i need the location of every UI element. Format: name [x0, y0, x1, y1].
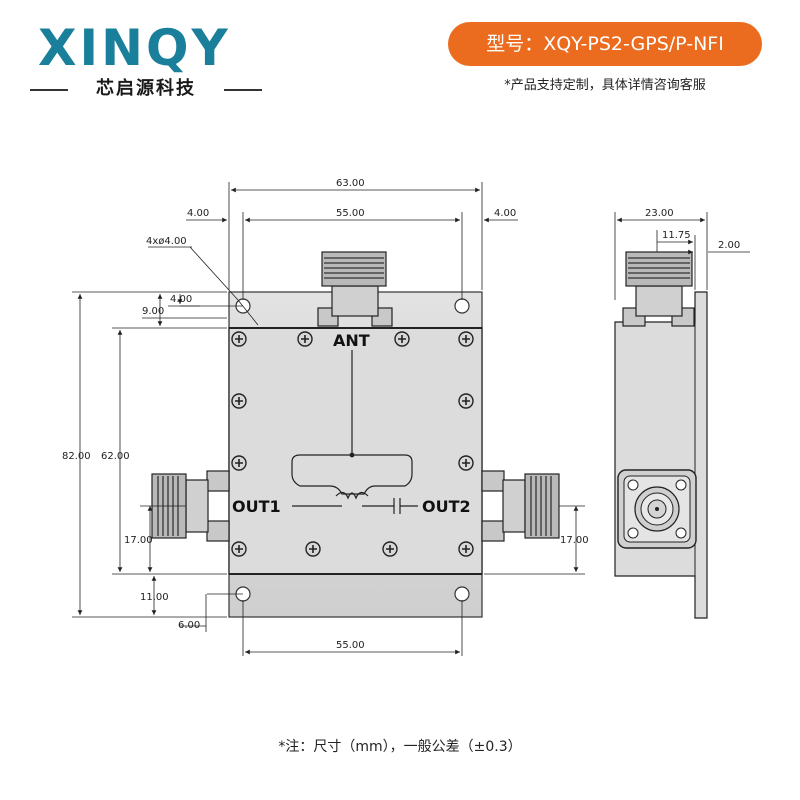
dim-bottom-flange: 11.00: [140, 592, 169, 603]
logo-divider-right: [224, 89, 262, 91]
company-name: 芯启源科技: [96, 78, 196, 99]
side-dimension-labels: 23.00 11.75 2.00: [645, 208, 740, 251]
dim-out2-height: 17.00: [560, 535, 589, 546]
n-connector-face: [617, 469, 697, 549]
footer-note: *注：尺寸（mm），一般公差（±0.3）: [278, 739, 522, 755]
ant-label: ANT: [333, 331, 370, 350]
dim-hole-offset-y: 4.00: [170, 294, 192, 305]
dim-bottom-hole-x: 6.00: [178, 620, 200, 631]
dim-holes: 4xø4.00: [146, 236, 187, 247]
customization-note: *产品支持定制，具体详情咨询客服: [504, 78, 706, 93]
side-bracket: [614, 291, 708, 619]
dim-right-margin: 4.00: [494, 208, 516, 219]
dim-total-height: 82.00: [62, 451, 91, 462]
splitter-body: [228, 327, 483, 575]
logo-wordmark: XINQY: [38, 19, 231, 77]
dim-body-height: 62.00: [101, 451, 130, 462]
mount-hole: [454, 298, 470, 314]
side-dimension-lines: [614, 212, 750, 300]
dim-side-depth: 23.00: [645, 208, 674, 219]
dim-hole-spacing-top: 55.00: [336, 208, 365, 219]
ant-connector: [317, 251, 393, 327]
mount-hole: [454, 586, 470, 602]
model-badge: 型号：XQY-PS2-GPS/P-NFI: [448, 22, 762, 66]
dim-flange-height: 9.00: [142, 306, 164, 317]
dimension-lines: [72, 182, 585, 656]
out2-label: OUT2: [422, 497, 471, 516]
dimension-labels: 63.00 55.00 4.00 4.00 4xø4.00 4.00 9.00 …: [62, 178, 589, 651]
side-view: [614, 251, 708, 619]
dim-left-margin: 4.00: [187, 208, 209, 219]
front-view: ANT OUT1 OUT2: [151, 251, 560, 618]
brand-logo: XINQY 芯启源科技: [30, 18, 270, 99]
dim-side-plate: 2.00: [718, 240, 740, 251]
out1-label: OUT1: [232, 497, 281, 516]
dim-hole-spacing-bottom: 55.00: [336, 640, 365, 651]
internal-circuit: [291, 350, 418, 514]
dim-side-connector: 11.75: [662, 230, 691, 241]
logo-divider-left: [30, 89, 68, 91]
dim-out1-height: 17.00: [124, 535, 153, 546]
dim-total-width: 63.00: [336, 178, 365, 189]
out2-connector: [481, 470, 560, 542]
